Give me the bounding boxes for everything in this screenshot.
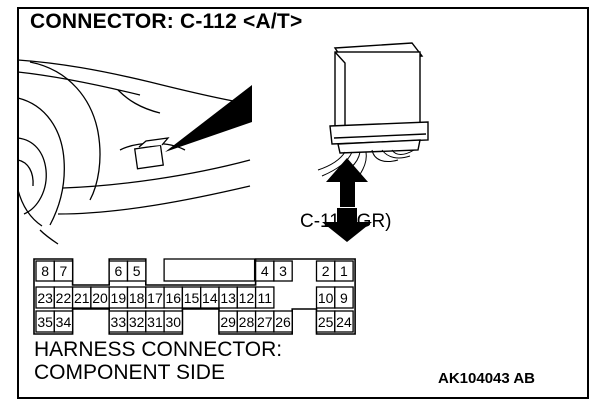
pin-cell: 1 — [334, 260, 354, 282]
pin-cell: 14 — [200, 286, 220, 309]
pin-number: 4 — [261, 263, 269, 279]
pin-cell: 27 — [254, 310, 275, 333]
figure-code: AK104043 AB — [438, 370, 535, 387]
pin-cell: 33 — [108, 310, 129, 333]
pin-number: 13 — [220, 290, 236, 306]
pin-number: 3 — [279, 263, 287, 279]
pin-number: 12 — [239, 290, 255, 306]
callout-pointer — [165, 85, 252, 152]
pin-cell: 6 — [108, 260, 129, 282]
pin-cell: 22 — [53, 286, 74, 309]
pin-cell: 12 — [236, 286, 257, 309]
pin-cell: 13 — [218, 286, 238, 309]
pin-number: 20 — [92, 290, 108, 306]
pin-number: 23 — [37, 290, 53, 306]
component-label: C-112(GR) — [300, 211, 392, 232]
pin-number: 29 — [220, 314, 236, 330]
harness-caption-line2: COMPONENT SIDE — [34, 361, 225, 384]
dash-connector-sketch — [134, 137, 170, 170]
pin-cell: 10 — [315, 286, 336, 309]
pin-number: 31 — [147, 314, 163, 330]
pin-cell: 3 — [273, 260, 293, 282]
diagram-frame — [17, 7, 589, 399]
dashboard-drawing — [17, 59, 251, 245]
pin-cell: 25 — [315, 310, 336, 333]
pointer-arrow-icon — [326, 158, 368, 207]
pin-number: 33 — [111, 314, 127, 330]
pin-number: 1 — [340, 263, 348, 279]
pin-number: 6 — [114, 263, 122, 279]
pin-cell: 24 — [334, 310, 354, 333]
pin-number: 30 — [165, 314, 181, 330]
pin-cell: 28 — [236, 310, 257, 333]
arrow-down-icon — [322, 208, 372, 242]
pin-number: 8 — [41, 263, 49, 279]
pin-cell: 19 — [108, 286, 129, 309]
pin-cell: 4 — [254, 260, 275, 282]
pin-cell: 30 — [163, 310, 184, 333]
pin-cell: 18 — [126, 286, 147, 309]
pin-cell: 34 — [53, 310, 74, 333]
pin-cell: 23 — [35, 286, 55, 309]
pin-cell: 16 — [163, 286, 184, 309]
pin-cell: 26 — [273, 310, 293, 333]
pin-cell: 21 — [71, 286, 92, 309]
harness-caption-line1: HARNESS CONNECTOR: — [34, 338, 283, 361]
pin-number: 15 — [184, 290, 200, 306]
pin-number: 26 — [275, 314, 291, 330]
pin-number: 16 — [165, 290, 181, 306]
pin-number: 2 — [322, 263, 330, 279]
pin-number: 32 — [129, 314, 145, 330]
pin-cell: 32 — [126, 310, 147, 333]
pin-cell: 2 — [315, 260, 336, 282]
pin-number: 11 — [257, 290, 272, 306]
pin-cell: 20 — [90, 286, 110, 309]
pin-number: 24 — [336, 314, 352, 330]
pin-number: 35 — [37, 314, 53, 330]
pin-number: 7 — [60, 263, 68, 279]
pin-cell: 31 — [145, 310, 165, 333]
page-title: CONNECTOR: C-112 <A/T> — [30, 10, 303, 33]
connector-outline — [33, 258, 356, 335]
pin-number: 9 — [340, 290, 348, 306]
pin-number: 5 — [133, 263, 141, 279]
pin-cell: 15 — [181, 286, 202, 309]
pin-number: 18 — [129, 290, 145, 306]
pin-cell: 8 — [35, 260, 55, 282]
pin-number: 21 — [74, 290, 90, 306]
pin-number: 25 — [318, 314, 334, 330]
pin-number: 17 — [147, 290, 163, 306]
pin-cell: 35 — [35, 310, 55, 333]
pin-cell: 11 — [254, 286, 275, 309]
pin-cell: 17 — [145, 286, 165, 309]
pin-number: 28 — [239, 314, 255, 330]
pin-number: 27 — [257, 314, 273, 330]
pin-cell: 7 — [53, 260, 74, 282]
pin-cell: 5 — [126, 260, 147, 282]
pin-number: 34 — [56, 314, 72, 330]
pin-cell: 9 — [334, 286, 354, 309]
control-module-drawing — [329, 42, 429, 154]
connector-lock-tab — [163, 258, 256, 282]
pin-number: 14 — [202, 290, 218, 306]
pin-cell: 29 — [218, 310, 238, 333]
pin-number: 22 — [56, 290, 72, 306]
pin-number: 10 — [318, 290, 334, 306]
pin-number: 19 — [111, 290, 127, 306]
